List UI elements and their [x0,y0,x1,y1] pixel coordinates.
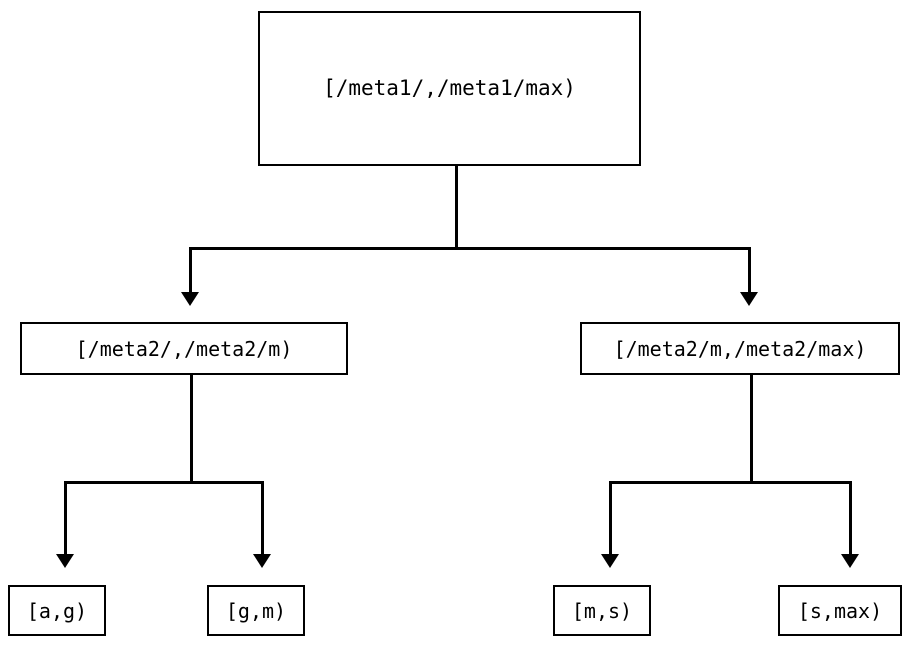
tree-node-mid-left-label: [/meta2/,/meta2/m) [75,336,293,361]
tree-node-leaf-ms[interactable]: [m,s) [553,585,651,636]
edge-root-stem [455,166,458,250]
tree-node-leaf-ag-label: [a,g) [26,598,88,623]
arrowhead-mid-left-to-leaf-ag [56,554,74,568]
edge-mid-right-crossbar [609,481,852,484]
edge-mid-right-to-leaf-ms-drop [609,481,612,555]
arrowhead-mid-left-to-leaf-gm [253,554,271,568]
edge-root-to-mid-left-drop [189,247,192,293]
arrowhead-mid-right-to-leaf-smax [841,554,859,568]
edge-mid-left-crossbar [64,481,264,484]
tree-node-root[interactable]: [/meta1/,/meta1/max) [258,11,641,166]
tree-node-leaf-gm[interactable]: [g,m) [207,585,305,636]
arrowhead-mid-right-to-leaf-ms [601,554,619,568]
edge-root-to-mid-right-drop [748,247,751,293]
tree-node-root-label: [/meta1/,/meta1/max) [323,76,576,100]
tree-node-leaf-smax-label: [s,max) [797,598,883,623]
edge-root-crossbar [189,247,751,250]
tree-node-mid-right[interactable]: [/meta2/m,/meta2/max) [580,322,900,375]
edge-mid-right-stem [750,375,753,484]
edge-mid-right-to-leaf-smax-drop [849,481,852,555]
tree-node-mid-left[interactable]: [/meta2/,/meta2/m) [20,322,348,375]
arrowhead-root-to-mid-right [740,292,758,306]
tree-node-leaf-smax[interactable]: [s,max) [778,585,902,636]
tree-node-leaf-ag[interactable]: [a,g) [8,585,106,636]
edge-mid-left-to-leaf-ag-drop [64,481,67,555]
edge-mid-left-stem [190,375,193,484]
tree-node-leaf-ms-label: [m,s) [571,598,633,623]
arrowhead-root-to-mid-left [181,292,199,306]
tree-node-mid-right-label: [/meta2/m,/meta2/max) [613,336,867,361]
edge-mid-left-to-leaf-gm-drop [261,481,264,555]
tree-node-leaf-gm-label: [g,m) [225,598,287,623]
